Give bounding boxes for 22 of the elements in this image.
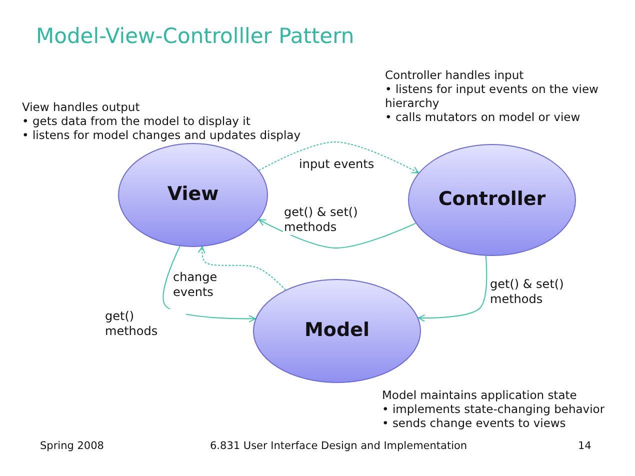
annotation-text: View handles output	[22, 100, 141, 114]
node-label: Model	[304, 318, 370, 341]
annotation-text: • implements state-changing behavior	[382, 402, 606, 416]
arrow	[258, 142, 420, 174]
annotation-text: • sends change events to views	[382, 416, 567, 430]
footer-text: Spring 2008	[40, 440, 104, 452]
annotation-text: • calls mutators on model or view	[385, 110, 582, 124]
arrow	[418, 255, 488, 322]
annotation-text: Controller handles input	[385, 68, 525, 82]
arrow	[162, 246, 256, 322]
node-label: Controller	[437, 188, 547, 210]
edge-label: input events	[298, 157, 376, 172]
arrow	[198, 246, 286, 290]
annotation-text: • gets data from the model to display it	[22, 114, 252, 128]
slide-title: Model-View-Controlller Pattern	[36, 24, 354, 48]
annotation-text: • listens for model changes and updates display	[22, 128, 302, 142]
annotation-text: • listens for input events on the view hierarchy	[385, 82, 600, 110]
annotation-text: Model maintains application state	[382, 388, 578, 402]
footer-text: 6.831 User Interface Design and Implementation	[210, 440, 468, 452]
node-label: View	[166, 182, 220, 205]
footer-text: 14	[578, 440, 592, 452]
arrow	[258, 219, 416, 248]
